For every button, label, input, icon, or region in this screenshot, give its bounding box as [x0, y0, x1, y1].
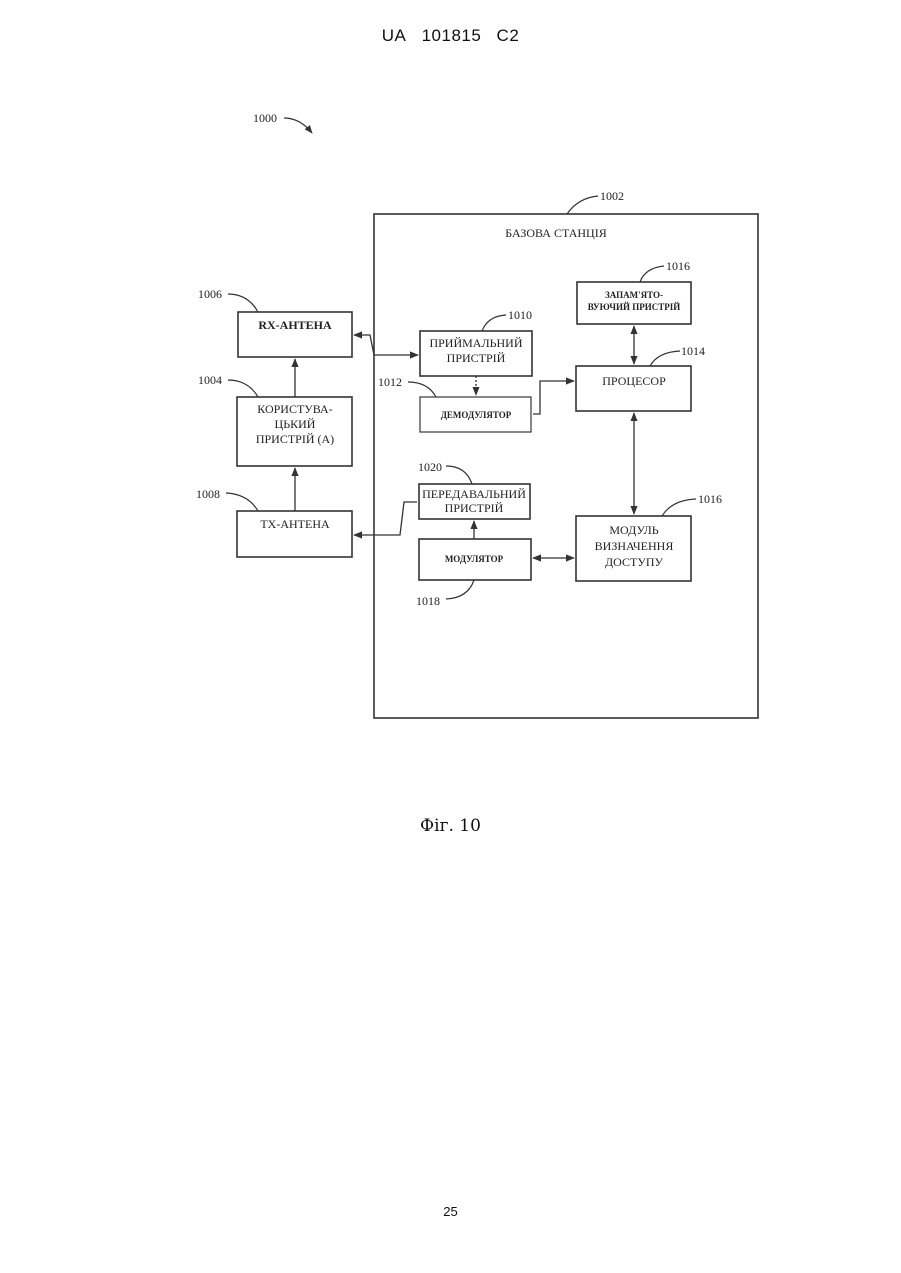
ref-1020: 1020 [418, 460, 442, 474]
ref-1000-arrow [284, 118, 312, 133]
rx-antenna-label: RX-АНТЕНА [258, 318, 332, 332]
ref-1016-access: 1016 [698, 492, 722, 506]
modulator-label: МОДУЛЯТОР [445, 554, 504, 564]
processor-box [576, 366, 691, 411]
user-device-line-2: ЦЬКИЙ [275, 417, 316, 431]
receiver-line-1: ПРИЙМАЛЬНИЙ [429, 336, 522, 350]
demodulator-label: ДЕМОДУЛЯТОР [441, 410, 512, 420]
ref-1006-lead [228, 294, 258, 312]
transmitter-line-2: ПРИСТРІЙ [445, 501, 504, 515]
ref-1016-memory: 1016 [666, 259, 690, 273]
access-module-line-1: МОДУЛЬ [609, 523, 658, 537]
access-module-line-3: ДОСТУПУ [605, 555, 663, 569]
figure-caption: Фіг. 10 [0, 816, 901, 836]
ref-1014: 1014 [681, 344, 705, 358]
access-module-line-2: ВИЗНАЧЕННЯ [595, 539, 674, 553]
tx-antenna-label: ТХ-АНТЕНА [260, 517, 330, 531]
ref-1012: 1012 [378, 375, 402, 389]
ref-1018: 1018 [416, 594, 440, 608]
ref-1004: 1004 [198, 373, 222, 387]
base-station-label: БАЗОВА СТАНЦІЯ [505, 226, 606, 240]
ref-1004-lead [228, 380, 258, 397]
page-number: 25 [0, 1204, 901, 1219]
receiver-line-2: ПРИСТРІЙ [447, 351, 506, 365]
ref-1008-lead [226, 493, 258, 511]
memory-line-1: ЗАПАМ'ЯТО- [605, 290, 663, 300]
ref-1008: 1008 [196, 487, 220, 501]
ref-1006: 1006 [198, 287, 222, 301]
memory-line-2: ВУЮЧИЙ ПРИСТРІЙ [588, 302, 681, 312]
user-device-line-3: ПРИСТРІЙ (А) [256, 432, 334, 446]
user-device-line-1: КОРИСТУВА- [257, 402, 332, 416]
processor-label: ПРОЦЕСОР [602, 374, 666, 388]
ref-1002-lead [567, 196, 598, 214]
ref-1010: 1010 [508, 308, 532, 322]
ref-1002: 1002 [600, 189, 624, 203]
ref-1000: 1000 [253, 111, 277, 125]
transmitter-line-1: ПЕРЕДАВАЛЬНИЙ [422, 487, 526, 501]
block-diagram: 1000 БАЗОВА СТАНЦІЯ 1002 RX-АНТЕНА 1006 … [0, 0, 901, 900]
